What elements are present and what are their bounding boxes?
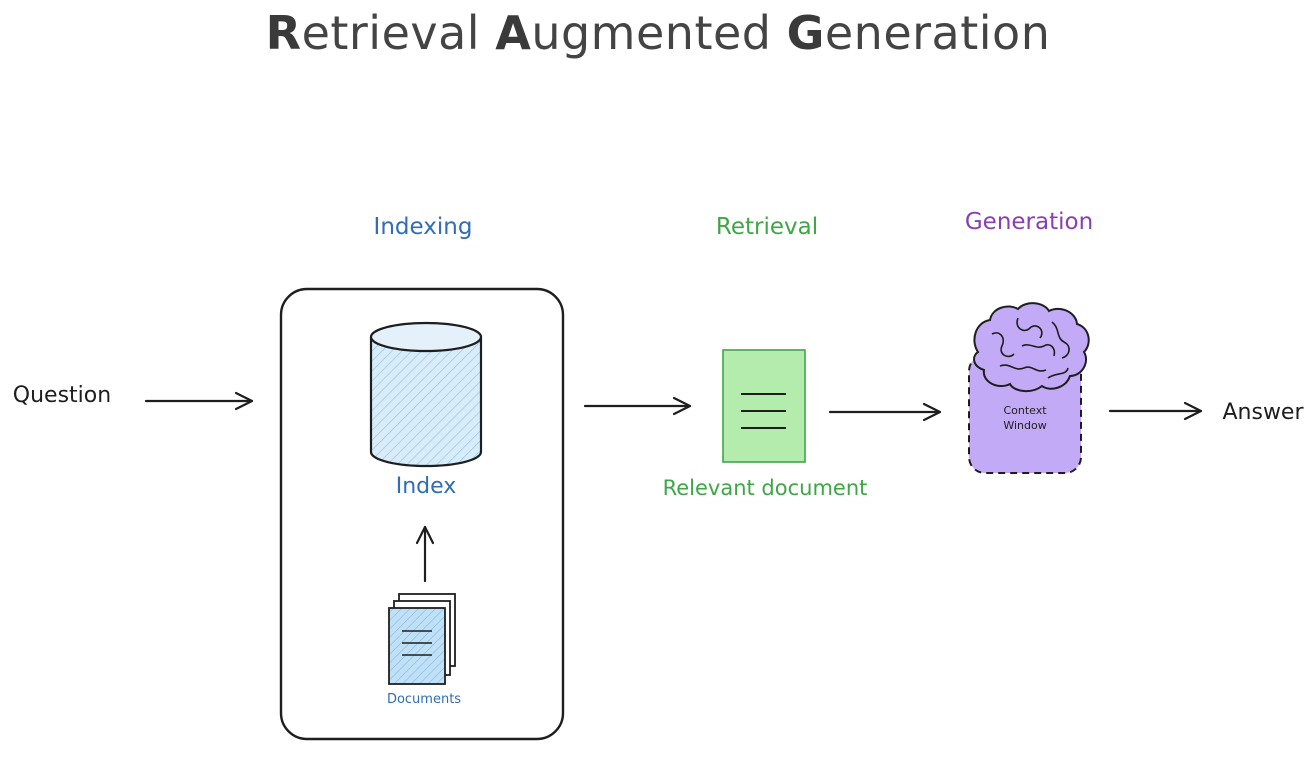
title-initial-r: R <box>265 6 302 60</box>
relevant-document-label: Relevant document <box>663 476 868 500</box>
title-word-generation: eneration <box>824 6 1051 60</box>
context-window-label-line1: Context <box>1003 404 1047 417</box>
documents-label: Documents <box>387 692 461 707</box>
answer-label: Answer <box>1222 400 1304 425</box>
title-initial-g: G <box>786 6 825 60</box>
index-label: Index <box>396 474 457 499</box>
documents-icon <box>388 593 456 685</box>
brain-icon <box>973 302 1090 392</box>
stage-label-indexing: Indexing <box>374 214 473 240</box>
page-title: Retrieval Augmented Generation <box>0 6 1316 60</box>
question-label: Question <box>13 383 111 408</box>
title-word-retrieval: etrieval <box>301 6 481 60</box>
context-window-label-line2: Window <box>1003 419 1046 432</box>
relevant-document-icon <box>722 349 806 463</box>
title-word-augmented: ugmented <box>531 6 772 60</box>
stage-label-generation: Generation <box>965 209 1093 235</box>
index-cylinder-icon <box>369 321 483 468</box>
title-initial-a: A <box>495 6 532 60</box>
indexing-box <box>279 287 565 741</box>
stage-label-retrieval: Retrieval <box>716 214 818 240</box>
